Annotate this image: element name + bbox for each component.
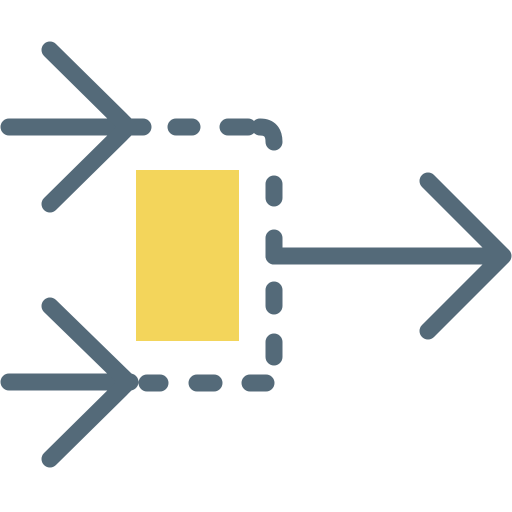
- bottom-incoming-arrow-icon: [0, 297, 139, 468]
- yellow-block: [136, 170, 239, 341]
- top-incoming-arrow-icon: [0, 41, 152, 213]
- dashed-frame: [138, 118, 283, 392]
- outgoing-arrow-icon: [265, 172, 512, 340]
